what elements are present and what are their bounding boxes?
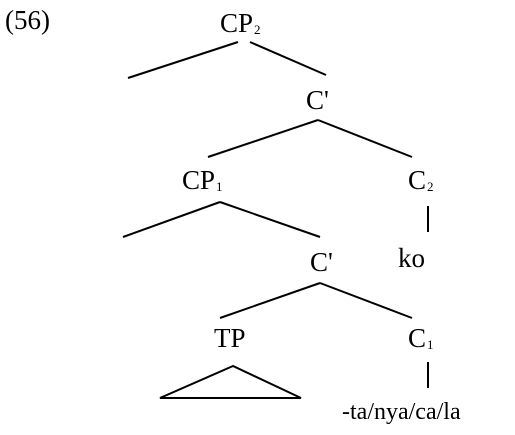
node-c2: C2 <box>408 167 434 194</box>
branch-cp1-right <box>219 201 321 238</box>
node-cbar-upper: C' <box>306 85 329 115</box>
branch-cp2-left <box>127 41 239 79</box>
node-c1-morpheme: -ta/nya/ca/la <box>342 399 461 425</box>
node-c2-base: C <box>408 165 427 195</box>
branch-cbar-upper-right <box>317 119 413 158</box>
node-cp2-base: CP <box>220 8 254 38</box>
node-c2-sub: 2 <box>427 179 434 194</box>
node-cp1-sub: 1 <box>216 179 223 194</box>
tp-triangle <box>159 364 302 399</box>
node-ko: ko <box>398 243 425 273</box>
node-cbar-lower: C' <box>310 247 333 277</box>
node-c1-sub: 1 <box>427 337 434 352</box>
node-cp1-base: CP <box>182 165 216 195</box>
node-cp1: CP1 <box>182 167 223 194</box>
branch-cp1-left <box>122 201 221 238</box>
node-cp2: CP2 <box>220 10 261 37</box>
branch-cbar-lower-right <box>319 282 413 319</box>
node-c1: C1 <box>408 325 434 352</box>
branch-cbar-lower-left <box>219 282 321 319</box>
example-number: (56) <box>5 5 50 35</box>
branch-cp2-right <box>249 41 327 76</box>
branch-cbar-upper-left <box>207 119 319 158</box>
node-cp2-sub: 2 <box>254 22 261 37</box>
node-c1-base: C <box>408 323 427 353</box>
node-tp: TP <box>214 323 246 353</box>
